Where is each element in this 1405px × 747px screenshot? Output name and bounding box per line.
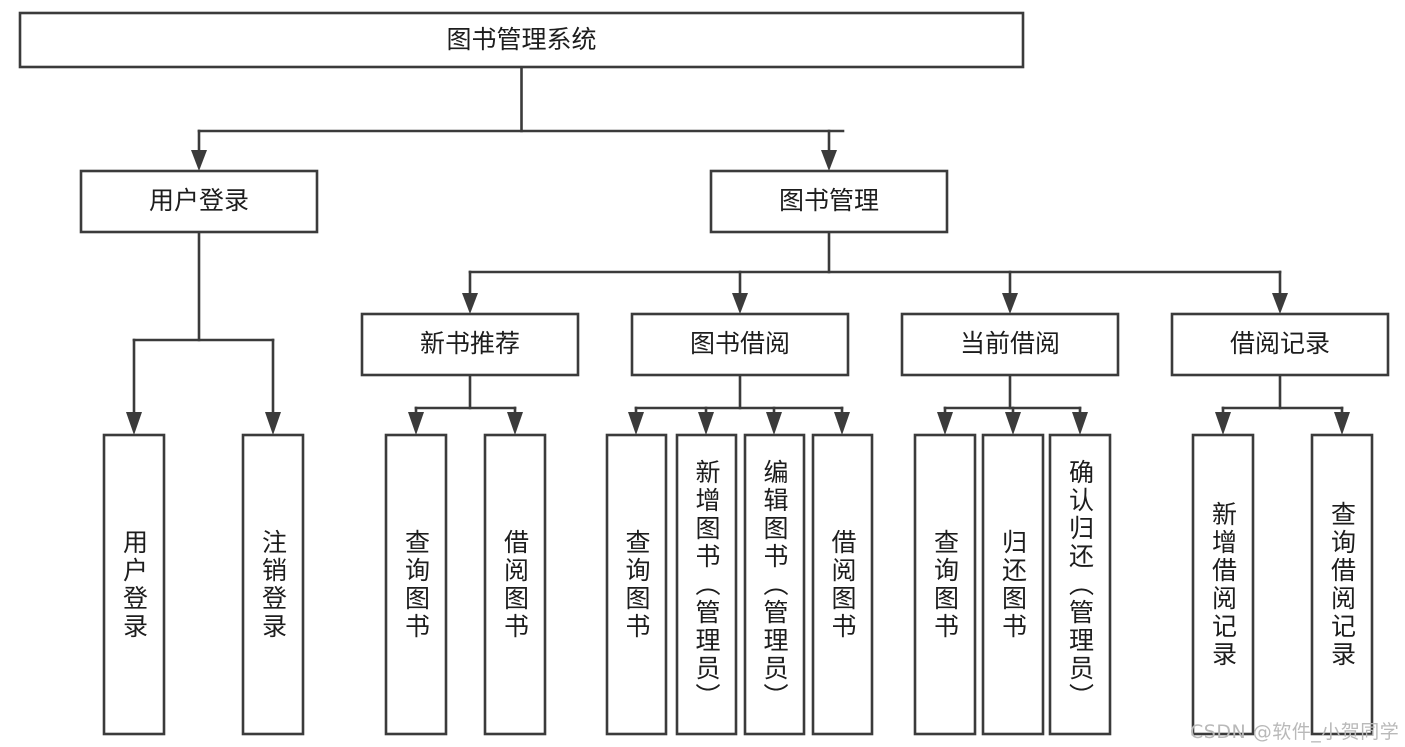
leaf-box-group [102, 433, 1374, 736]
node-new-book-recommend[interactable]: 新书推荐 [360, 312, 580, 377]
leaf-borrow-book-recommend-box[interactable] [483, 433, 547, 736]
leaf-return-book-box[interactable] [981, 433, 1045, 736]
arrowhead-leaf-add-book-admin [698, 412, 714, 435]
node-current-borrow-box[interactable] [900, 312, 1120, 377]
connector-group-book-borrow [628, 373, 850, 435]
arrowhead-leaf-borrow-book-recommend [507, 412, 523, 435]
leaf-query-book-recommend-box[interactable] [384, 433, 448, 736]
connector-group-root [191, 65, 845, 171]
leaf-logout-login-box[interactable] [241, 433, 305, 736]
arrowhead-borrow-record [1272, 293, 1288, 314]
node-user-login-label: 用户登录 [149, 186, 249, 215]
node-current-borrow-label: 当前借阅 [960, 329, 1060, 358]
node-user-login[interactable]: 用户登录 [79, 169, 319, 234]
connector-group-new-book-recommend [408, 373, 523, 435]
node-current-borrow[interactable]: 当前借阅 [900, 312, 1120, 377]
leaf-user-login-box[interactable] [102, 433, 166, 736]
arrowhead-book-management [821, 150, 837, 171]
leaf-confirm-return-admin-box[interactable] [1048, 433, 1112, 736]
node-borrow-record[interactable]: 借阅记录 [1170, 312, 1390, 377]
arrowhead-user-login [191, 150, 207, 171]
arrowhead-leaf-logout-login [265, 412, 281, 435]
connector-group-user-login [126, 230, 281, 435]
node-root-label: 图书管理系统 [446, 25, 596, 54]
node-new-book-recommend-box[interactable] [360, 312, 580, 377]
arrowhead-new-book-recommend [462, 293, 478, 314]
node-book-management-box[interactable] [709, 169, 949, 234]
connector-group-borrow-record [1215, 373, 1350, 435]
arrowhead-leaf-return-book [1005, 412, 1021, 435]
node-borrow-record-box[interactable] [1170, 312, 1390, 377]
node-borrow-record-label: 借阅记录 [1230, 329, 1330, 358]
watermark-text: CSDN @软件_小贺同学 [1190, 721, 1400, 743]
leaf-query-book-current-box[interactable] [913, 433, 977, 736]
arrowhead-current-borrow [1002, 293, 1018, 314]
node-book-borrow-label: 图书借阅 [690, 329, 790, 358]
connector-group-current-borrow [937, 373, 1088, 435]
node-book-management[interactable]: 图书管理 [709, 169, 949, 234]
leaf-query-borrow-record-box[interactable] [1310, 433, 1374, 736]
arrowhead-leaf-confirm-return-admin [1072, 412, 1088, 435]
arrowhead-leaf-edit-book-admin [766, 412, 782, 435]
connector-group-book-management [462, 230, 1288, 314]
node-root-box[interactable] [18, 11, 1025, 69]
node-root[interactable]: 图书管理系统 [18, 11, 1025, 69]
arrowhead-leaf-query-borrow-record [1334, 412, 1350, 435]
arrowhead-leaf-add-borrow-record [1215, 412, 1231, 435]
arrowhead-leaf-query-book-borrow [628, 412, 644, 435]
leaf-borrow-book-box[interactable] [811, 433, 874, 736]
node-new-book-recommend-label: 新书推荐 [420, 329, 520, 358]
arrowhead-leaf-query-book-recommend [408, 412, 424, 435]
leaf-edit-book-admin-box[interactable] [743, 433, 806, 736]
arrowhead-leaf-borrow-book [834, 412, 850, 435]
node-user-login-box[interactable] [79, 169, 319, 234]
leaf-add-book-admin-box[interactable] [675, 433, 738, 736]
node-book-borrow[interactable]: 图书借阅 [630, 312, 850, 377]
node-book-management-label: 图书管理 [779, 186, 879, 215]
arrowhead-leaf-user-login [126, 412, 142, 435]
leaf-add-borrow-record-box[interactable] [1191, 433, 1255, 736]
arrowhead-book-borrow [732, 293, 748, 314]
node-book-borrow-box[interactable] [630, 312, 850, 377]
arrowhead-leaf-query-book-current [937, 412, 953, 435]
leaf-query-book-borrow-box[interactable] [605, 433, 668, 736]
